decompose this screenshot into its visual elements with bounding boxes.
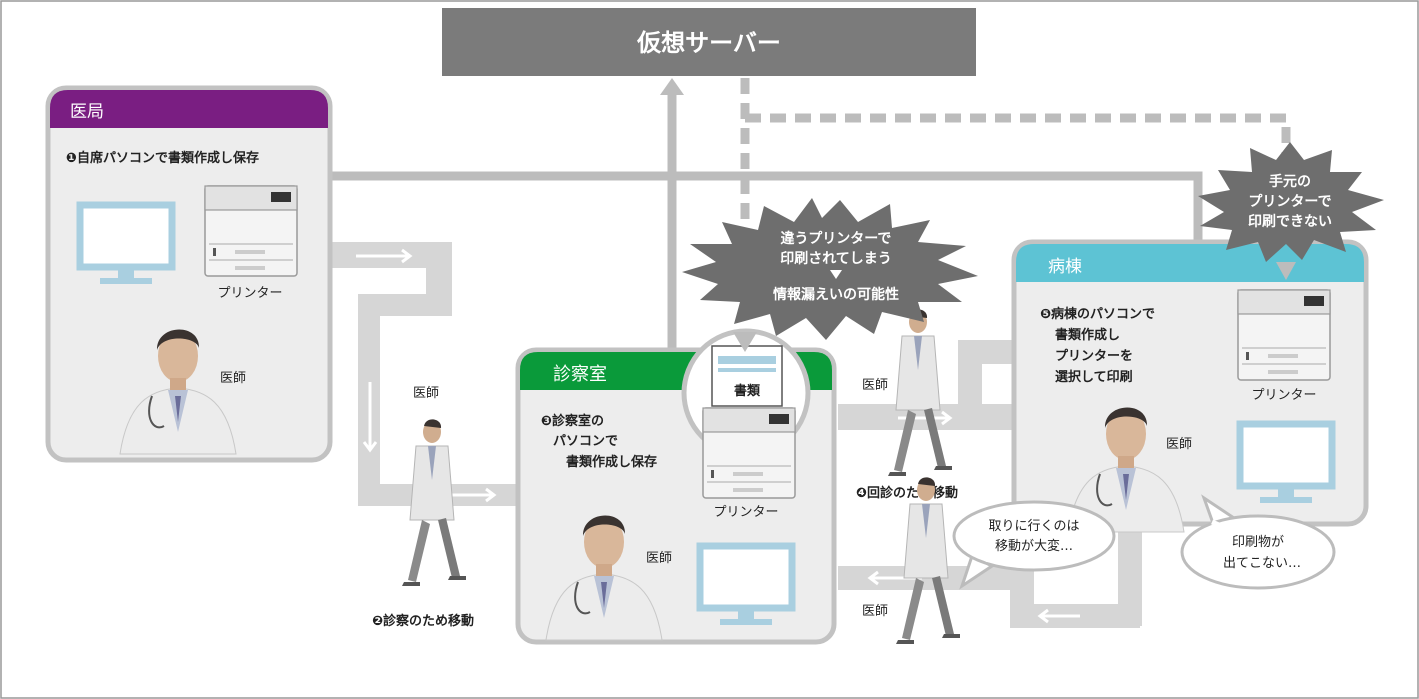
room-shinsatsu-title: 診察室 [553,364,607,385]
burst-center-line3: 情報漏えいの可能性 [773,286,899,303]
room-shinsatsu-step-2: パソコンで [553,434,618,449]
virtual-server-label: 仮想サーバー [636,29,781,57]
byoto-doctor-label: 医師 [1166,437,1192,452]
room-byoto-title: 病棟 [1048,257,1082,277]
print-route-dashed [740,78,1291,280]
shinsatsu-printer-icon [702,407,796,499]
walker-1-step: ❷診察のため移動 [372,613,474,629]
room-byoto: 病棟 ❺病棟のパソコンで 書類作成し プリンターを 選択して印刷 プリンター 医… [1011,239,1369,533]
movement-paths [332,242,1142,628]
room-byoto-step-2: 書類作成し [1055,327,1120,343]
burst-center-arrow [733,332,757,352]
room-ikyoku-step: ❶自席パソコンで書類作成し保存 [66,150,259,166]
ikyoku-printer-icon [204,185,298,277]
walker-1-label: 医師 [413,386,439,401]
ikyoku-printer-label: プリンター [217,286,282,301]
speech-bubble-2-line1: 印刷物が [1232,535,1284,550]
upload-arrow-head [660,78,684,95]
walker-3-label: 医師 [862,604,888,619]
speech-bubble-1-line2: 移動が大変… [995,538,1073,554]
room-byoto-step-4: 選択して印刷 [1055,369,1133,385]
burst-right-line1: 手元の [1269,173,1311,190]
speech-bubble-1-line1: 取りに行くのは [988,519,1079,534]
byoto-printer-icon [1237,289,1331,381]
burst-center-line2: 印刷されてしまう [780,250,892,267]
byoto-printer-label: プリンター [1251,388,1316,403]
burst-right-line2: プリンターで [1248,194,1331,210]
speech-bubble-2-line2: 出てこない… [1223,556,1301,571]
speech-bubble-2: 印刷物が 出てこない… [1180,494,1336,590]
byoto-print-arrow [1276,262,1296,280]
burst-center-line1: 違うプリンターで [781,230,892,247]
room-ikyoku: 医局 ❶自席パソコンで書類作成し保存 プリンター 医師 [45,85,333,463]
virtual-server-box [442,8,976,76]
room-shinsatsu-step-1: ❸診察室の [541,413,604,429]
shinsatsu-doctor-label: 医師 [646,551,672,566]
network-lines [330,90,1203,350]
document-label: 書類 [734,383,761,399]
room-byoto-step-1: ❺病棟のパソコンで [1040,306,1155,322]
room-shinsatsu-step-3: 書類作成し保存 [566,454,657,470]
burst-center: 違うプリンターで 印刷されてしまう 情報漏えいの可能性 [682,198,978,340]
walker-2-label: 医師 [862,378,888,393]
room-shinsatsu: 診察室 ❸診察室の パソコンで 書類作成し保存 書類 プリンター 医師 [515,328,837,645]
burst-right-line3: 印刷できない [1248,213,1332,230]
room-ikyoku-title: 医局 [70,102,104,122]
room-byoto-step-3: プリンターを [1055,349,1133,364]
walker-2-step: ❹回診のため移動 [856,485,958,501]
speech-bubble-1: 取りに行くのは 移動が大変… [952,500,1116,590]
ikyoku-doctor-label: 医師 [220,371,246,386]
shinsatsu-printer-label: プリンター [713,505,778,520]
burst-right: 手元の プリンターで 印刷できない [1198,142,1384,262]
